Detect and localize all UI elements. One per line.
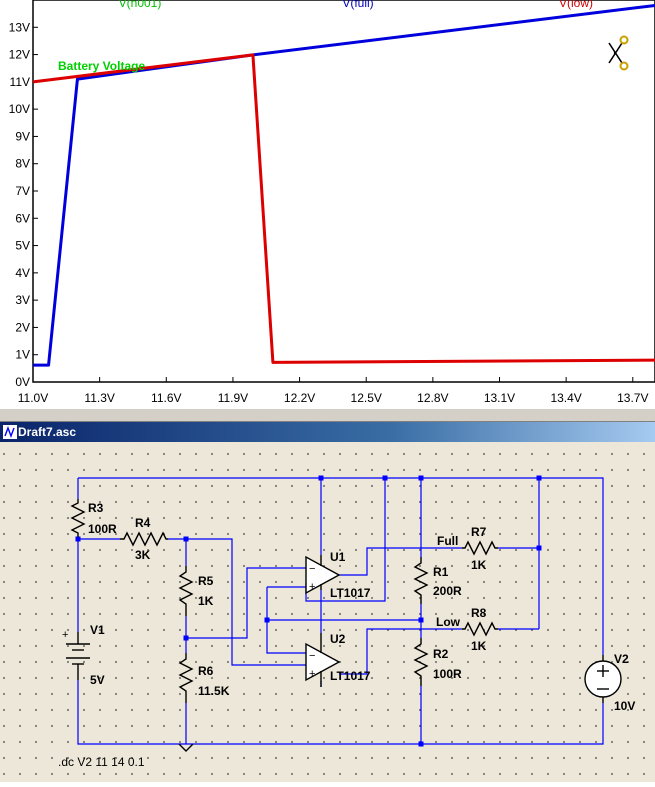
- trace-label-low[interactable]: V(low): [559, 0, 593, 10]
- x-tick-label: 13.7V: [617, 391, 648, 405]
- y-tick-label: 12V: [9, 48, 30, 62]
- y-tick-label: 0V: [15, 375, 30, 389]
- x-tick-label: 11.3V: [84, 391, 114, 405]
- resistor-r1: [413, 557, 429, 604]
- x-tick-label: 12.5V: [351, 391, 382, 405]
- x-tick-label: 13.4V: [550, 391, 581, 405]
- schematic-drawing[interactable]: − + − + + R3 100R R4 3K R5 1K R6 11.5K V…: [0, 442, 655, 782]
- resistor-r2: [413, 638, 429, 686]
- resistor-r5: [178, 566, 194, 616]
- v1-value: 5V: [90, 673, 105, 687]
- u2-part: LT1017: [330, 669, 371, 683]
- r8-name: R8: [471, 606, 487, 620]
- opamp-u1: [305, 555, 341, 595]
- x-tick-label: 12.2V: [284, 391, 315, 405]
- resistor-r4: [120, 531, 168, 547]
- resistor-r3: [70, 499, 86, 537]
- u2-minus-label: −: [309, 650, 315, 662]
- scissors-cursor-icon: [608, 35, 629, 71]
- net-label-low: Low: [436, 615, 461, 629]
- y-tick-label: 9V: [15, 129, 30, 143]
- r1-value: 200R: [433, 584, 462, 598]
- resistor-r7: [462, 540, 498, 556]
- y-tick-label: 10V: [9, 102, 30, 116]
- r4-name: R4: [135, 516, 151, 530]
- r3-name: R3: [88, 501, 104, 515]
- x-tick-label: 13.1V: [484, 391, 515, 405]
- u1-part: LT1017: [330, 586, 371, 600]
- v1-name: V1: [90, 623, 105, 637]
- spice-directive[interactable]: .dc V2 11 14 0.1: [58, 755, 145, 769]
- r3-value: 100R: [88, 522, 117, 536]
- opamp-u2: [305, 633, 341, 687]
- u1-name: U1: [330, 550, 346, 564]
- y-tick-label: 8V: [15, 157, 30, 171]
- x-tick-label: 11.6V: [151, 391, 181, 405]
- x-tick-label: 11.0V: [18, 391, 48, 405]
- v2-name: V2: [614, 652, 629, 666]
- y-tick-label: 6V: [15, 211, 30, 225]
- net-label-full: Full: [437, 534, 458, 548]
- annotation-battery-voltage: Battery Voltage: [58, 59, 145, 73]
- r2-name: R2: [433, 647, 449, 661]
- y-tick-label: 7V: [15, 184, 30, 198]
- r2-value: 100R: [433, 667, 462, 681]
- plot-series: [32, 3, 655, 367]
- u1-plus-label: +: [309, 581, 315, 593]
- battery-v1: [66, 632, 90, 680]
- r1-name: R1: [433, 565, 449, 579]
- r6-value: 11.5K: [198, 684, 230, 698]
- ltspice-schematic-icon: [3, 425, 17, 439]
- schematic-wires: [77, 477, 604, 745]
- y-tick-label: 3V: [15, 293, 30, 307]
- r4-value: 3K: [135, 548, 151, 562]
- pane-splitter[interactable]: [0, 408, 655, 422]
- x-axis: 11.0V 11.3V 11.6V 11.9V 12.2V 12.5V 12.8V 13.1V…: [18, 377, 648, 405]
- x-tick-label: 11.9V: [218, 391, 248, 405]
- resistor-r8: [462, 621, 498, 637]
- series-line-v-low-: [32, 53, 655, 364]
- u2-name: U2: [330, 632, 346, 646]
- y-axis: 0V 1V 2V 3V 4V 5V 6V 7V 8V 9V 10V 11V 12V 13V: [9, 20, 38, 389]
- y-tick-label: 1V: [15, 348, 30, 362]
- r6-name: R6: [198, 664, 214, 678]
- u1-minus-label: −: [309, 563, 315, 575]
- resistor-r6: [178, 653, 194, 703]
- u2-plus-label: +: [309, 668, 315, 680]
- trace-label-full[interactable]: V(full): [342, 0, 373, 10]
- ground-symbol: [178, 743, 194, 752]
- junction-dots: [75, 475, 542, 747]
- y-tick-label: 2V: [15, 320, 30, 334]
- y-tick-label: 4V: [15, 266, 30, 280]
- r5-value: 1K: [198, 594, 214, 608]
- y-tick-label: 5V: [15, 239, 30, 253]
- v2-value: 10V: [614, 699, 635, 713]
- schematic-title-bar[interactable]: Draft7.asc: [0, 422, 655, 442]
- series-line-v-full-: [33, 3, 655, 367]
- schematic-canvas[interactable]: − + − + + R3 100R R4 3K R5 1K R6 11.5K V…: [0, 442, 655, 782]
- r5-name: R5: [198, 574, 214, 588]
- y-tick-label: 13V: [9, 20, 30, 34]
- x-tick-label: 12.8V: [417, 391, 448, 405]
- r7-name: R7: [471, 525, 487, 539]
- v1-plus-label: +: [62, 629, 68, 641]
- r8-value: 1K: [471, 639, 487, 653]
- plot-frame: [32, 0, 655, 383]
- window-title: Draft7.asc: [18, 425, 77, 439]
- r7-value: 1K: [471, 558, 487, 572]
- y-tick-label: 11V: [10, 75, 30, 89]
- trace-label-n001[interactable]: V(n001): [119, 0, 162, 10]
- voltage-source-v2: [584, 655, 622, 703]
